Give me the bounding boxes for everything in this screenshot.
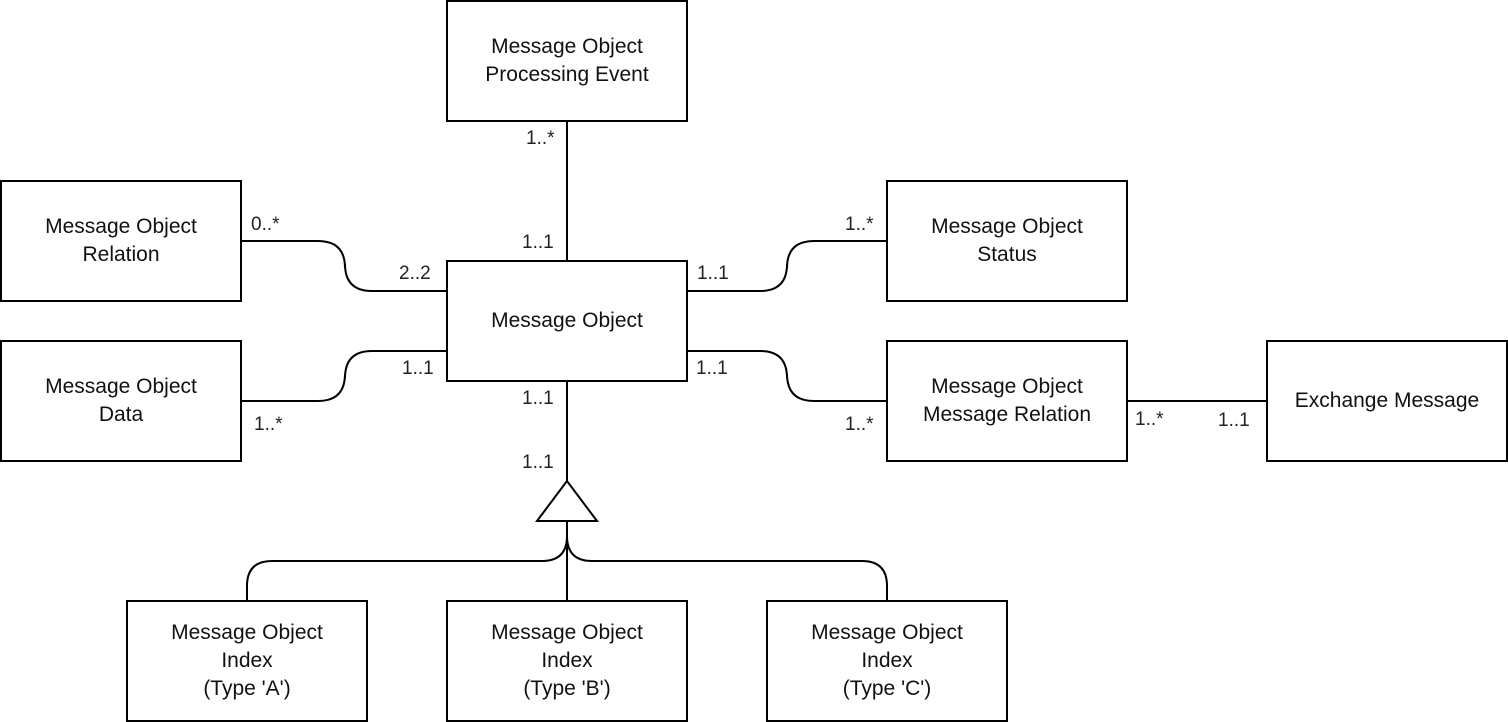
- entity-label-line: Status: [977, 243, 1037, 266]
- entity-exchange-message[interactable]: Exchange Message: [1266, 340, 1508, 462]
- entity-data[interactable]: Message Object Data: [0, 340, 242, 462]
- entity-label-line: Index: [541, 649, 593, 672]
- entity-label-line: Message Object: [45, 215, 197, 238]
- entity-label-line: Message Object: [171, 621, 323, 644]
- entity-status[interactable]: Message Object Status: [886, 180, 1128, 302]
- entity-label-line: Message Object: [931, 215, 1083, 238]
- entity-index-a[interactable]: Message Object Index (Type 'A'): [126, 600, 368, 722]
- multiplicity-relation-mo-end: 2..2: [399, 263, 431, 284]
- entity-label-line: Index: [861, 649, 913, 672]
- entity-index-b[interactable]: Message Object Index (Type 'B'): [446, 600, 688, 722]
- connector-index-c: [566, 521, 888, 601]
- connector-relation: [241, 240, 447, 292]
- multiplicity-relation-end: 0..*: [251, 214, 280, 235]
- entity-label-line: Exchange Message: [1294, 389, 1480, 412]
- entity-label-line: Message Object: [491, 309, 643, 332]
- multiplicity-index-mo-end: 1..1: [522, 388, 554, 409]
- entity-label-line: (Type 'A'): [203, 677, 291, 700]
- entity-label-line: Message Object: [491, 621, 643, 644]
- multiplicity-message-relation-end: 1..*: [845, 414, 874, 435]
- entity-label-line: Processing Event: [485, 63, 649, 86]
- multiplicity-processing-event-mo-end: 1..1: [522, 232, 554, 253]
- entity-label-line: Message Object: [811, 621, 963, 644]
- entity-label-line: (Type 'B'): [523, 677, 611, 700]
- connector-index-a: [246, 521, 568, 601]
- entity-label-line: (Type 'C'): [842, 677, 932, 700]
- connector-status: [687, 240, 887, 292]
- entity-label-line: Message Object: [45, 375, 197, 398]
- multiplicity-exchange-em-end: 1..1: [1218, 410, 1250, 431]
- multiplicity-message-relation-mo-end: 1..1: [696, 358, 728, 379]
- entity-processing-event[interactable]: Message Object Processing Event: [446, 0, 688, 122]
- entity-label-line: Data: [98, 403, 144, 426]
- multiplicity-data-end: 1..*: [254, 414, 283, 435]
- entity-relation[interactable]: Message Object Relation: [0, 180, 242, 302]
- entity-index-c[interactable]: Message Object Index (Type 'C'): [766, 600, 1008, 722]
- entity-label-line: Index: [221, 649, 273, 672]
- entity-label-line: Message Relation: [922, 403, 1092, 426]
- multiplicity-index-end: 1..1: [522, 452, 554, 473]
- entity-label-line: Message Object: [491, 35, 643, 58]
- connector-data: [241, 350, 447, 402]
- multiplicity-exchange-mr-end: 1..*: [1135, 409, 1164, 430]
- multiplicity-processing-event-end: 1..*: [526, 128, 555, 149]
- entity-message-relation[interactable]: Message Object Message Relation: [886, 340, 1128, 462]
- multiplicity-status-mo-end: 1..1: [697, 263, 729, 284]
- entity-message-object[interactable]: Message Object: [446, 260, 688, 382]
- entity-label-line: Relation: [82, 243, 160, 266]
- multiplicity-data-mo-end: 1..1: [402, 358, 434, 379]
- entity-label-line: Message Object: [931, 375, 1083, 398]
- generalization-triangle: [535, 479, 599, 522]
- multiplicity-status-end: 1..*: [845, 214, 874, 235]
- connector-message-relation: [687, 350, 887, 402]
